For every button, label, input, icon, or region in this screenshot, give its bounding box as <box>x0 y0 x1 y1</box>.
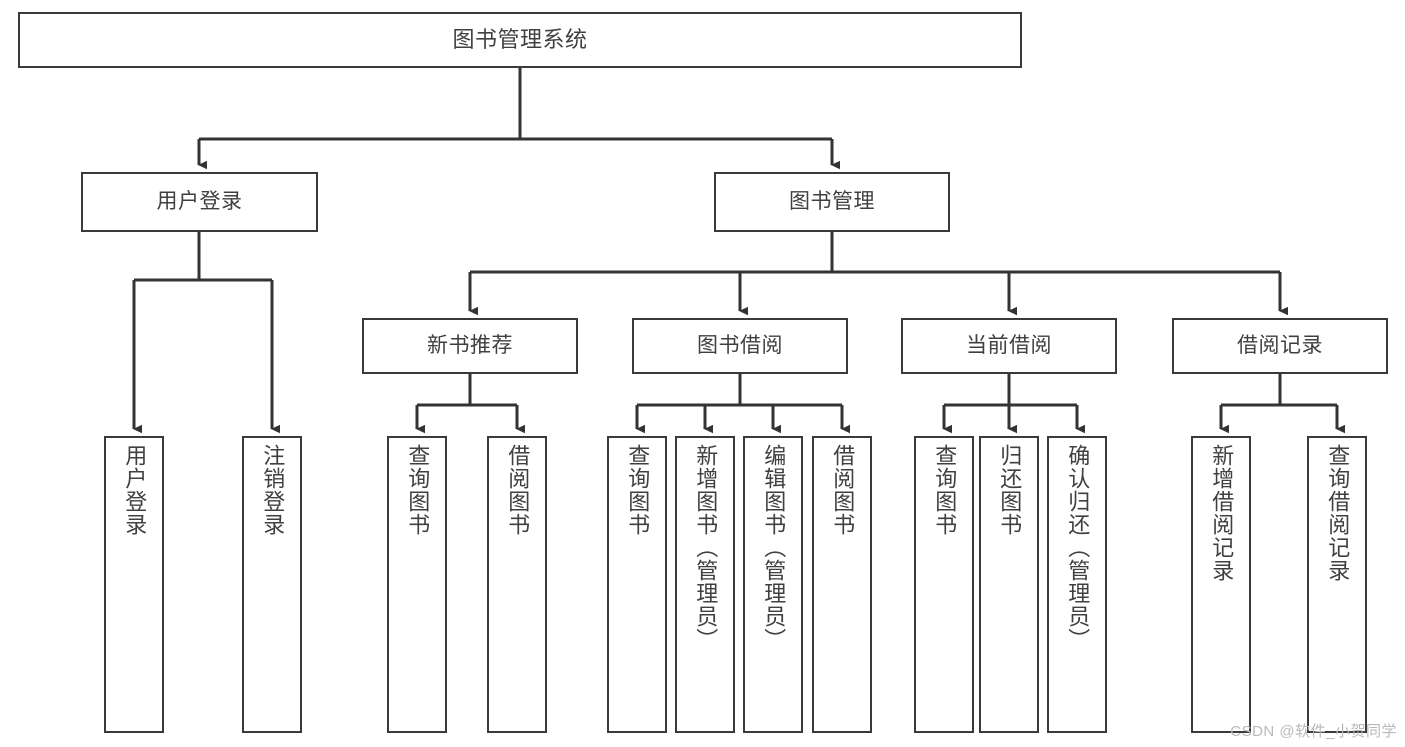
node-leaf-confirm-return[interactable]: 确认归还（管理员） <box>1047 436 1107 733</box>
node-root[interactable]: 图书管理系统 <box>18 12 1022 68</box>
node-leaf-query-book-1-label: 查询图书 <box>405 444 431 536</box>
node-leaf-borrow-book-1-label: 借阅图书 <box>505 444 531 536</box>
node-user-login-label: 用户登录 <box>156 189 243 213</box>
node-root-label: 图书管理系统 <box>452 27 588 53</box>
node-current-borrow[interactable]: 当前借阅 <box>901 318 1117 374</box>
node-leaf-add-record-label: 新增借阅记录 <box>1209 444 1235 582</box>
node-current-borrow-label: 当前借阅 <box>966 333 1052 357</box>
node-leaf-user-logout[interactable]: 注销登录 <box>242 436 302 733</box>
node-leaf-query-book-1[interactable]: 查询图书 <box>387 436 447 733</box>
node-leaf-add-record[interactable]: 新增借阅记录 <box>1191 436 1251 733</box>
node-leaf-user-login-label: 用户登录 <box>122 444 148 536</box>
node-user-login[interactable]: 用户登录 <box>81 172 318 232</box>
node-new-book-recommend[interactable]: 新书推荐 <box>362 318 578 374</box>
node-leaf-borrow-book-1[interactable]: 借阅图书 <box>487 436 547 733</box>
node-book-management-label: 图书管理 <box>789 189 875 213</box>
node-leaf-return-book-label: 归还图书 <box>997 444 1023 536</box>
node-leaf-query-book-2-label: 查询图书 <box>625 444 651 536</box>
node-leaf-confirm-return-label: 确认归还（管理员） <box>1065 444 1091 651</box>
node-leaf-edit-book-label: 编辑图书（管理员） <box>761 444 787 651</box>
node-leaf-query-book-2[interactable]: 查询图书 <box>607 436 667 733</box>
node-leaf-query-record-label: 查询借阅记录 <box>1325 444 1351 582</box>
node-leaf-borrow-book-2[interactable]: 借阅图书 <box>812 436 872 733</box>
node-leaf-add-book[interactable]: 新增图书（管理员） <box>675 436 735 733</box>
node-borrow-record-label: 借阅记录 <box>1237 333 1323 357</box>
node-leaf-add-book-label: 新增图书（管理员） <box>693 444 719 651</box>
node-leaf-user-logout-label: 注销登录 <box>260 444 286 536</box>
node-leaf-edit-book[interactable]: 编辑图书（管理员） <box>743 436 803 733</box>
node-book-management[interactable]: 图书管理 <box>714 172 950 232</box>
node-borrow-record[interactable]: 借阅记录 <box>1172 318 1388 374</box>
node-new-book-recommend-label: 新书推荐 <box>427 333 513 357</box>
node-leaf-return-book[interactable]: 归还图书 <box>979 436 1039 733</box>
node-book-borrow-label: 图书借阅 <box>697 333 783 357</box>
node-leaf-query-book-3[interactable]: 查询图书 <box>914 436 974 733</box>
node-leaf-query-record[interactable]: 查询借阅记录 <box>1307 436 1367 733</box>
node-book-borrow[interactable]: 图书借阅 <box>632 318 848 374</box>
node-leaf-borrow-book-2-label: 借阅图书 <box>830 444 856 536</box>
node-leaf-query-book-3-label: 查询图书 <box>932 444 958 536</box>
csdn-watermark: CSDN @软件_小贺同学 <box>1230 723 1397 740</box>
node-leaf-user-login[interactable]: 用户登录 <box>104 436 164 733</box>
